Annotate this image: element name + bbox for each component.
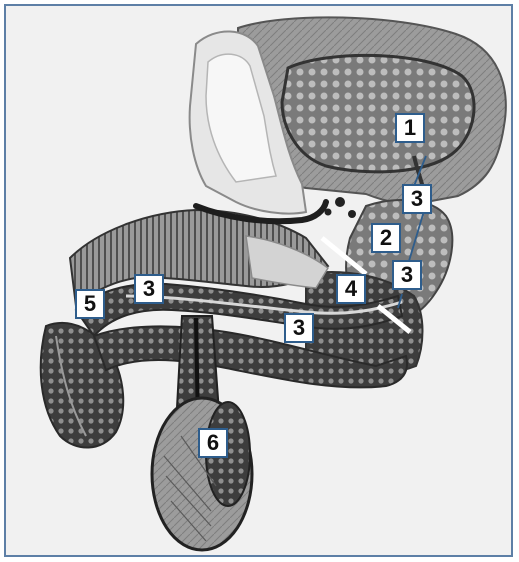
label-4: 4: [336, 274, 366, 304]
label-3-right: 3: [392, 260, 422, 290]
label-6: 6: [198, 428, 228, 458]
label-5: 5: [75, 289, 105, 319]
label-3-shaft: 3: [134, 274, 164, 304]
label-3-upper-right: 3: [402, 184, 432, 214]
illustration-frame: 1 2 3 3 3 3 4 5 6: [4, 4, 513, 557]
anatomy-illustration: [6, 6, 511, 555]
label-1: 1: [395, 113, 425, 143]
label-3-lower: 3: [284, 313, 314, 343]
bladder-cavity: [282, 55, 474, 172]
label-2: 2: [371, 223, 401, 253]
